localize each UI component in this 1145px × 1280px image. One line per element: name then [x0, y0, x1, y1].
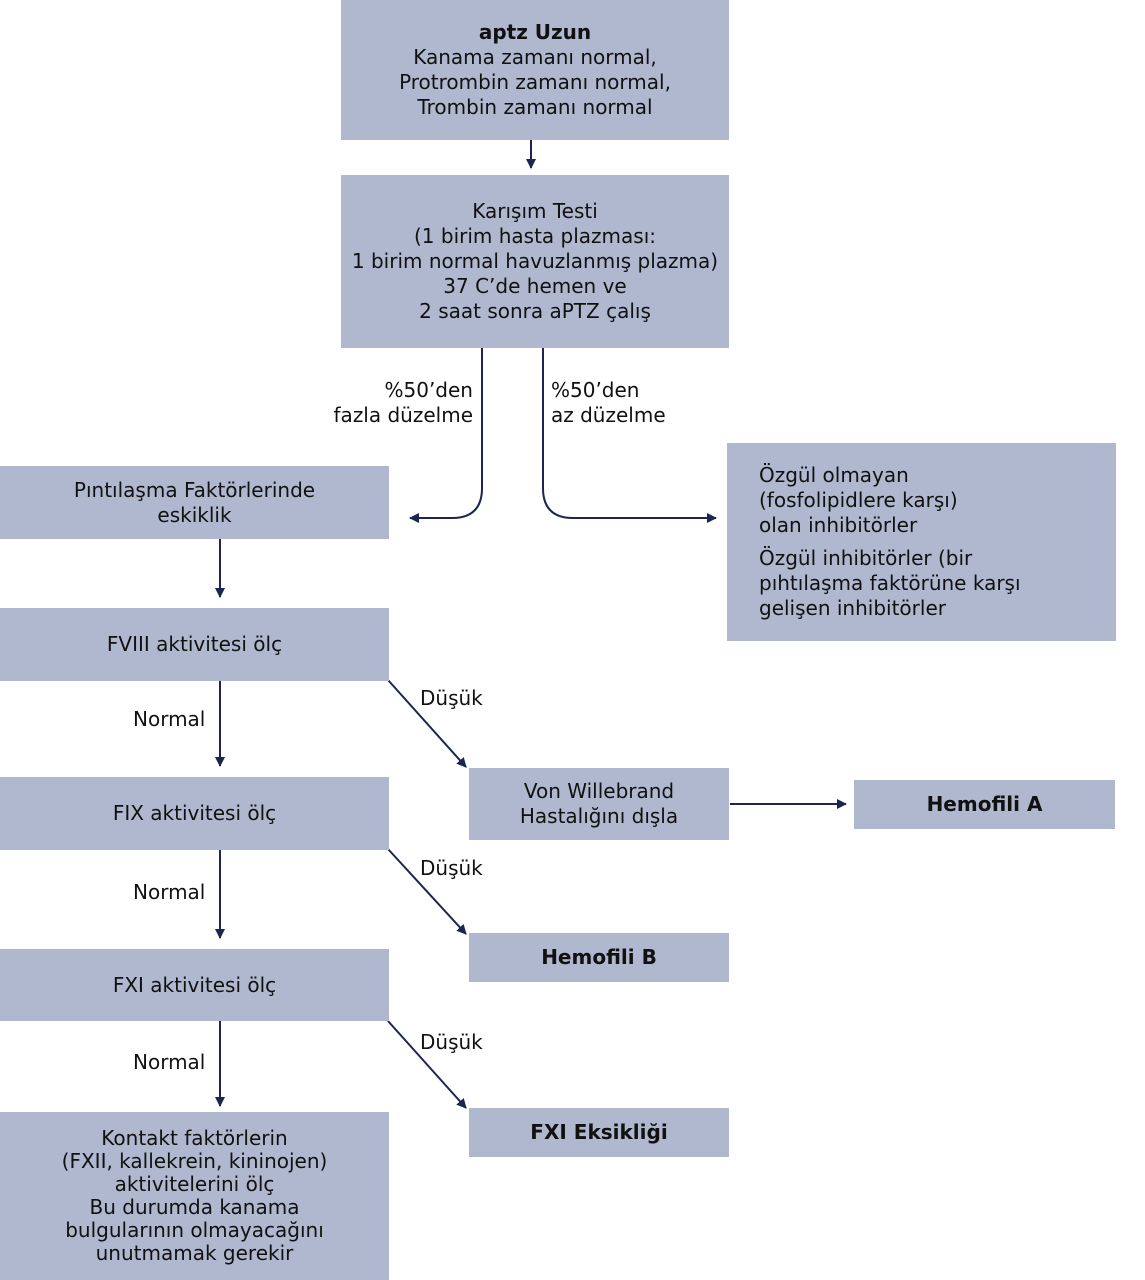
aptz-box: aptz Uzun Kanama zamanı normal, Protromb…	[341, 0, 729, 140]
az-duzelme-line: %50’den	[551, 378, 640, 402]
vwd-line: Hastalığını dışla	[519, 804, 679, 828]
kontakt-faktorler-box: Kontakt faktörlerin (FXII, kallekrein, k…	[0, 1112, 389, 1280]
kontakt-line: Bu durumda kanama	[89, 1195, 300, 1219]
fazla-duzelme-line: %50’den	[384, 378, 474, 402]
dusuk-label-fviii: Düşük	[420, 686, 483, 710]
hemofili-a-box: Hemofili A	[854, 780, 1115, 829]
kontakt-line: Kontakt faktörlerin	[101, 1126, 288, 1150]
aptz-line: Protrombin zamanı normal,	[399, 70, 671, 94]
hemofili-b-box: Hemofili B	[469, 933, 729, 982]
aptz-title: aptz Uzun	[478, 20, 592, 44]
vwd-line: Von Willebrand	[523, 779, 675, 803]
fviii-label: FVIII aktivitesi ölç	[106, 632, 283, 656]
arrow-fix-to-hemofili-b	[387, 848, 467, 935]
inhibitor-line: Özgül olmayan	[759, 463, 909, 487]
dusuk-label-fix: Düşük	[420, 856, 483, 880]
arrow-karisim-to-inhibitor	[542, 348, 717, 523]
fxi-eksikligi-box: FXI Eksikliği	[469, 1108, 729, 1157]
karisim-line: (1 birim hasta plazması:	[413, 224, 657, 248]
arrow-fviii-to-vwd	[387, 679, 467, 768]
normal-label-fxi: Normal	[133, 1050, 206, 1074]
von-willebrand-box: Von Willebrand Hastalığını dışla	[469, 768, 729, 840]
az-duzelme-line: az düzelme	[551, 403, 666, 427]
kontakt-line: (FXII, kallekrein, kininojen)	[61, 1149, 328, 1173]
kontakt-line: unutmamak gerekir	[95, 1241, 294, 1265]
kontakt-line: bulgularının olmayacağını	[65, 1218, 324, 1242]
faktor-eksikligi-box: Pıntılaşma Faktörlerinde eskiklik	[0, 466, 389, 539]
normal-label-fviii: Normal	[133, 707, 206, 731]
inhibitor-line: olan inhibitörler	[759, 513, 918, 537]
inhibitor-line: Özgül inhibitörler (bir	[759, 546, 973, 570]
inhibitor-line: pıhtılaşma faktörüne karşı	[759, 571, 1021, 595]
az-duzelme-label: %50’den az düzelme	[551, 378, 666, 428]
aptz-line: Kanama zamanı normal,	[413, 45, 657, 69]
fviii-box: FVIII aktivitesi ölç	[0, 608, 389, 681]
arrow-fxi-to-fxi-eksikligi	[387, 1020, 467, 1109]
hemofili-a-label: Hemofili A	[926, 792, 1043, 816]
karisim-line: 1 birim normal havuzlanmış plazma)	[351, 249, 719, 273]
inhibitor-line: gelişen inhibitörler	[759, 596, 946, 620]
dusuk-label-fxi: Düşük	[420, 1030, 483, 1054]
kontakt-line: aktivitelerini ölç	[114, 1172, 275, 1196]
normal-label-fix: Normal	[133, 880, 206, 904]
karisim-line: 2 saat sonra aPTZ çalış	[419, 299, 651, 323]
fix-label: FIX aktivitesi ölç	[112, 801, 277, 825]
fxi-label: FXI aktivitesi ölç	[112, 972, 277, 997]
arrow-karisim-to-eksiklik	[409, 348, 483, 523]
eksiklik-line: Pıntılaşma Faktörlerinde	[73, 477, 316, 502]
aptz-line: Trombin zamanı normal	[417, 95, 653, 119]
inhibitor-box: Özgül olmayan (fosfolipidlere karşı) ola…	[727, 443, 1116, 641]
fazla-duzelme-label: %50’den fazla düzelme	[334, 378, 473, 428]
hemofili-b-label: Hemofili B	[541, 945, 657, 969]
fazla-duzelme-line: fazla düzelme	[333, 403, 473, 427]
karisim-line: 37 C’de hemen ve	[443, 274, 627, 298]
inhibitor-line: (fosfolipidlere karşı)	[759, 488, 958, 512]
eksiklik-line: eskiklik	[157, 502, 232, 527]
fxi-box: FXI aktivitesi ölç	[0, 949, 389, 1021]
fix-box: FIX aktivitesi ölç	[0, 777, 389, 850]
karisim-line: Karışım Testi	[472, 199, 598, 223]
fxi-eksikligi-label: FXI Eksikliği	[530, 1120, 668, 1144]
karisim-testi-box: Karışım Testi (1 birim hasta plazması: 1…	[341, 175, 729, 348]
